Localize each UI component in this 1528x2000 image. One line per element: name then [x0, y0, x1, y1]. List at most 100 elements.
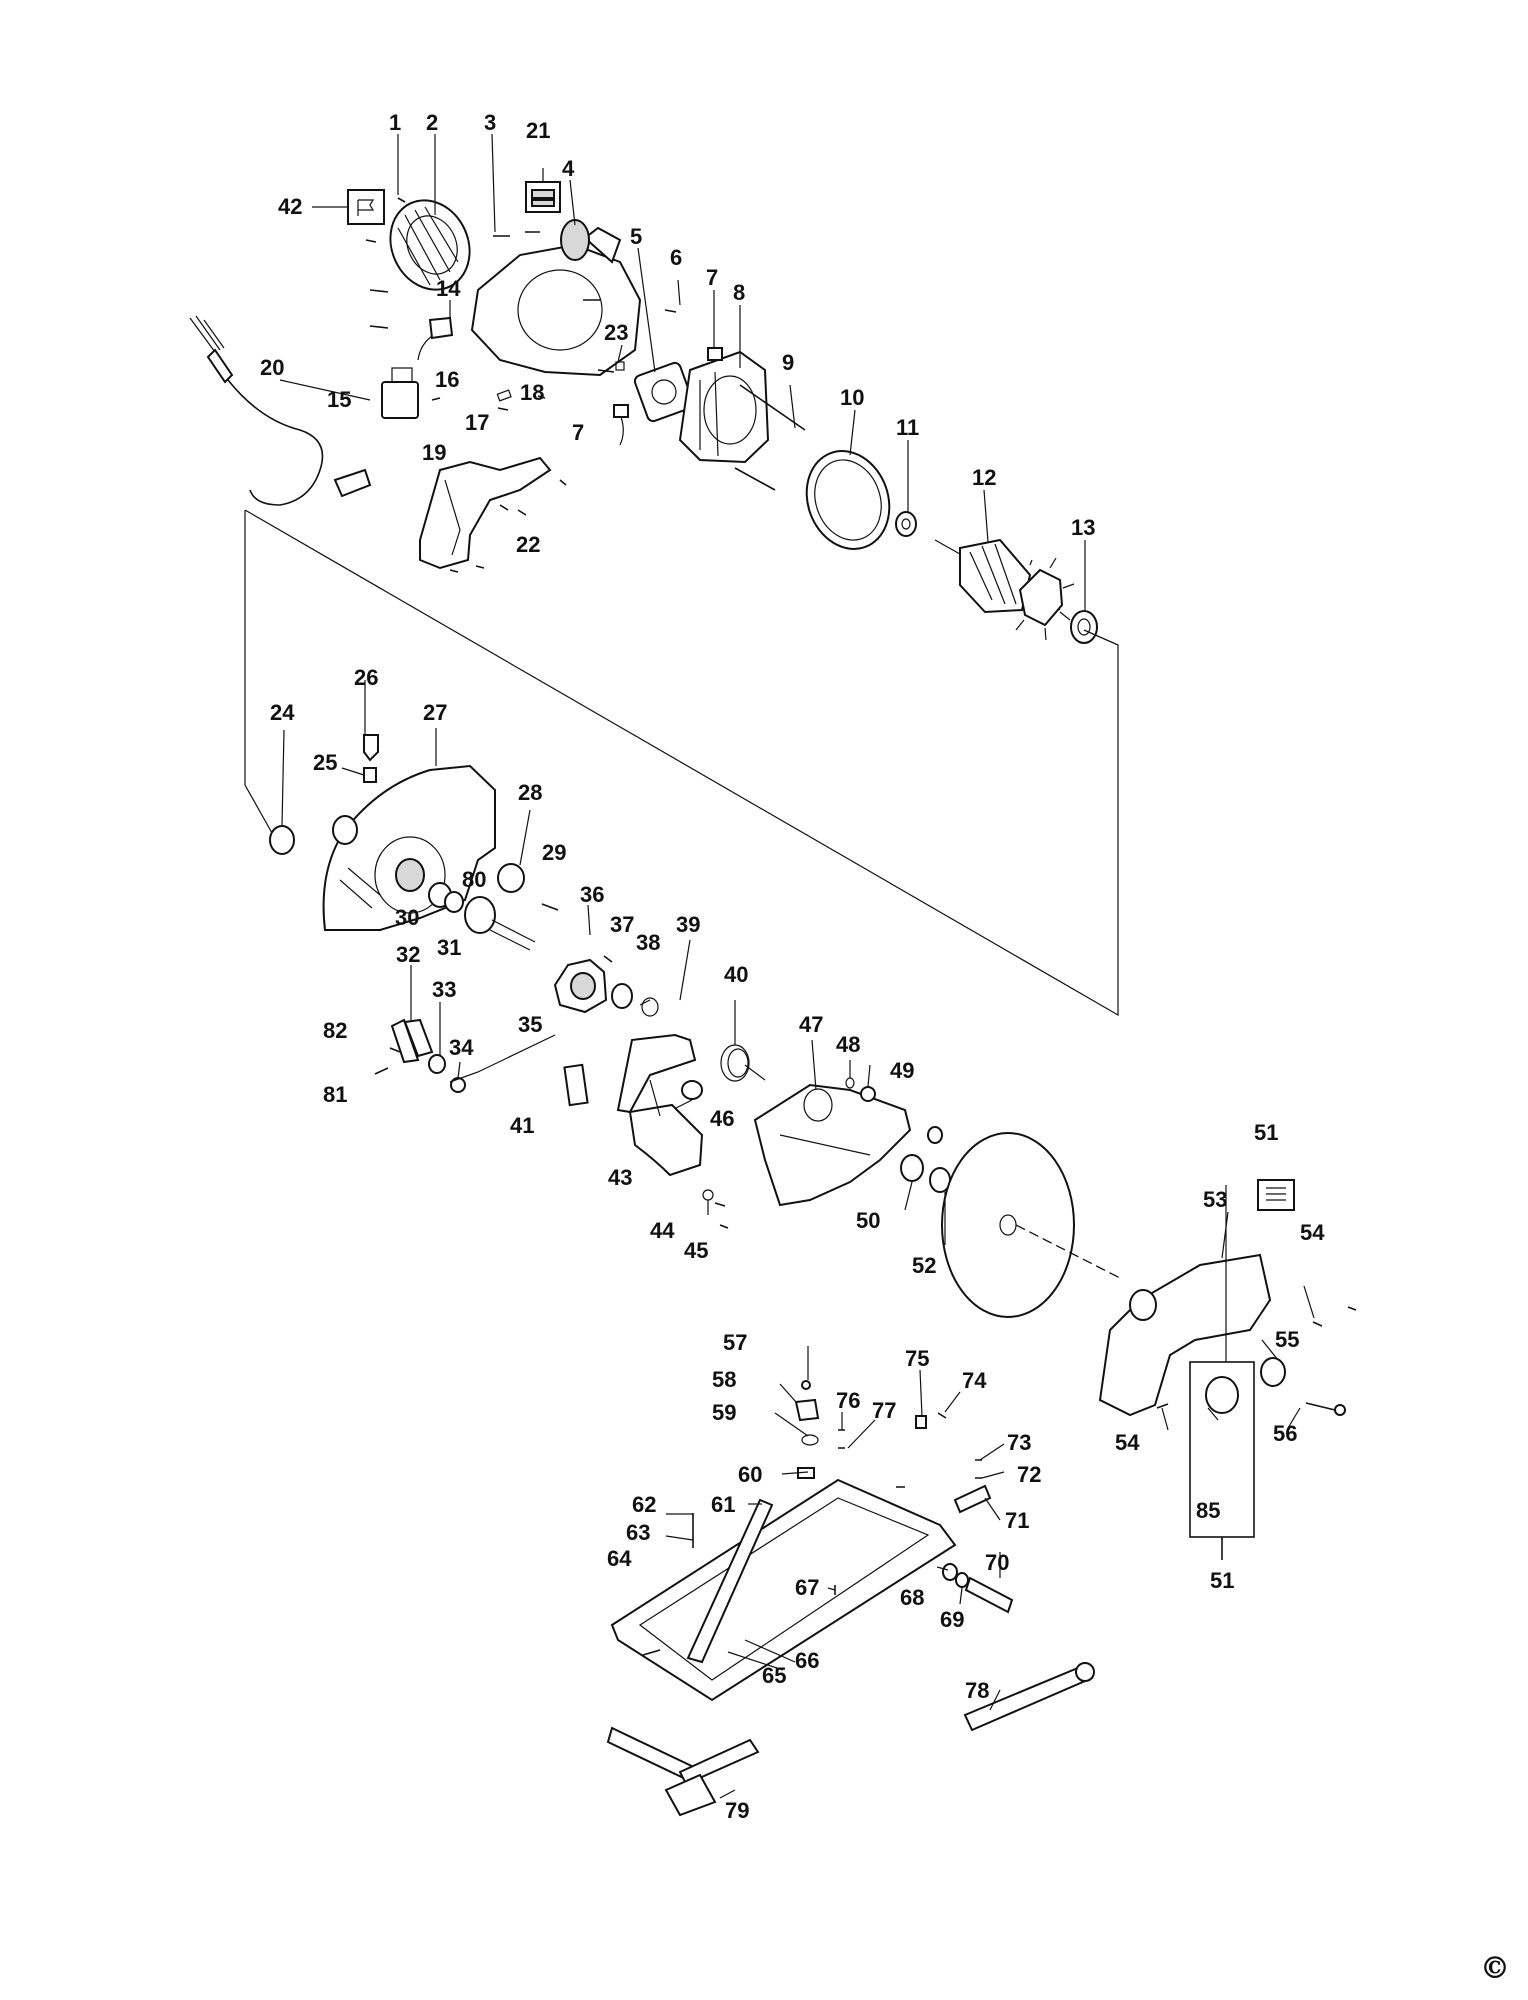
- part-82-screw: [389, 1047, 401, 1053]
- callout-70: 70: [985, 1550, 1009, 1575]
- callout-24: 24: [270, 700, 295, 725]
- callout-27: 27: [423, 700, 447, 725]
- callout-62: 62: [632, 1492, 656, 1517]
- callout-46: 46: [710, 1106, 734, 1131]
- blade-nut: [927, 1126, 943, 1144]
- part-51-kit-box: [1189, 1361, 1255, 1560]
- callout-21: 21: [526, 118, 550, 143]
- callout-16: 16: [435, 367, 459, 392]
- callout-29: 29: [542, 840, 566, 865]
- callout-26: 26: [354, 665, 378, 690]
- part-54-screw-top: [1312, 1306, 1357, 1327]
- part-59-washer: [801, 1434, 819, 1446]
- callout-69: 69: [940, 1607, 964, 1632]
- part-48-screw: [845, 1077, 855, 1089]
- callout-19: 19: [422, 440, 446, 465]
- part-79-guide-bar: [606, 1726, 760, 1817]
- callout-9: 9: [782, 350, 794, 375]
- part-43-guard-plate: [628, 1103, 704, 1177]
- part-47-lower-guard: [753, 1083, 912, 1207]
- callout-55: 55: [1275, 1327, 1299, 1352]
- callout-30: 30: [395, 905, 419, 930]
- gear-guard-group: [269, 734, 1357, 1560]
- callout-79: 79: [725, 1798, 749, 1823]
- callout-2: 2: [426, 110, 438, 135]
- kit-box-icon: [525, 168, 561, 213]
- callout-50: 50: [856, 1208, 880, 1233]
- part-20-power-cord: [189, 315, 372, 506]
- callout-31: 31: [437, 935, 461, 960]
- callout-66: 66: [795, 1648, 819, 1673]
- part-11-bearing: [895, 511, 917, 537]
- callout-64: 64: [607, 1546, 632, 1571]
- callout-67: 67: [795, 1575, 819, 1600]
- part-41-bracket: [563, 1063, 589, 1107]
- callout-23: 23: [604, 320, 628, 345]
- part-38-circlip: [641, 997, 659, 1017]
- callout-39: 39: [676, 912, 700, 937]
- callout-80: 80: [462, 867, 486, 892]
- part-78-rip-fence: [963, 1662, 1095, 1732]
- callout-78: 78: [965, 1678, 989, 1703]
- callout-68: 68: [900, 1585, 924, 1610]
- part-4-motor-housing: [470, 219, 642, 377]
- part-35-bearing-plate: [553, 958, 608, 1014]
- part-69-washer: [955, 1572, 969, 1588]
- part-32-lever-arm: [390, 1018, 434, 1064]
- part-8-stator: [678, 350, 770, 464]
- callout-57: 57: [723, 1330, 747, 1355]
- base-plate-group: [606, 1380, 1095, 1817]
- callout-60: 60: [738, 1462, 762, 1487]
- callout-8: 8: [733, 280, 745, 305]
- callout-1: 1: [389, 110, 401, 135]
- part-61-depth-arm: [686, 1498, 774, 1664]
- part-70-pin: [964, 1576, 1014, 1614]
- part-25-spring: [363, 767, 377, 783]
- callout-5: 5: [630, 224, 642, 249]
- part-57-screw: [801, 1380, 811, 1390]
- part-13-bearing: [1070, 610, 1098, 644]
- callout-37: 37: [610, 912, 634, 937]
- part-56-bolt: [1305, 1402, 1346, 1416]
- saw-blade: [941, 1132, 1121, 1318]
- part-31-spindle-gear: [464, 896, 536, 951]
- callout-41: 41: [510, 1113, 534, 1138]
- callout-76: 76: [836, 1388, 860, 1413]
- callout-42: 42: [278, 194, 302, 219]
- callout-49: 49: [890, 1058, 914, 1083]
- callout-52: 52: [912, 1253, 936, 1278]
- callout-51: 51: [1254, 1120, 1278, 1145]
- part-44-washer: [702, 1189, 714, 1201]
- part-50-washer: [900, 1154, 924, 1182]
- callout-71: 71: [1005, 1508, 1029, 1533]
- callout-58: 58: [712, 1367, 736, 1392]
- callout-63: 63: [626, 1520, 650, 1545]
- callout-73: 73: [1007, 1430, 1031, 1455]
- callout-61: 61: [711, 1492, 735, 1517]
- callout-48: 48: [836, 1032, 860, 1057]
- callout-34: 34: [449, 1035, 474, 1060]
- part-55-knob: [1260, 1357, 1286, 1387]
- callout-54b: 54: [1115, 1430, 1140, 1455]
- callout-75: 75: [905, 1346, 929, 1371]
- part-29-screw: [541, 903, 559, 911]
- part-33-nut: [428, 1054, 446, 1074]
- callout-22: 22: [516, 532, 540, 557]
- assembly-guide-lines: [244, 509, 1119, 1017]
- part-34-washer: [450, 1077, 466, 1093]
- part-37-bearing: [611, 983, 633, 1009]
- callout-43: 43: [608, 1165, 632, 1190]
- screws-top: [365, 197, 806, 573]
- callout-7b: 7: [572, 420, 584, 445]
- part-58-bracket: [794, 1398, 820, 1422]
- part-36-screw: [603, 955, 613, 963]
- part-2-fan: [389, 199, 471, 291]
- callout-45: 45: [684, 1238, 708, 1263]
- callout-38: 38: [636, 930, 660, 955]
- callout-74: 74: [962, 1368, 987, 1393]
- part-81-screw: [374, 1067, 389, 1075]
- callout-40: 40: [724, 962, 748, 987]
- callout-44: 44: [650, 1218, 675, 1243]
- copyright-symbol: ©: [1480, 1951, 1510, 1986]
- part-24-o-ring: [269, 825, 295, 855]
